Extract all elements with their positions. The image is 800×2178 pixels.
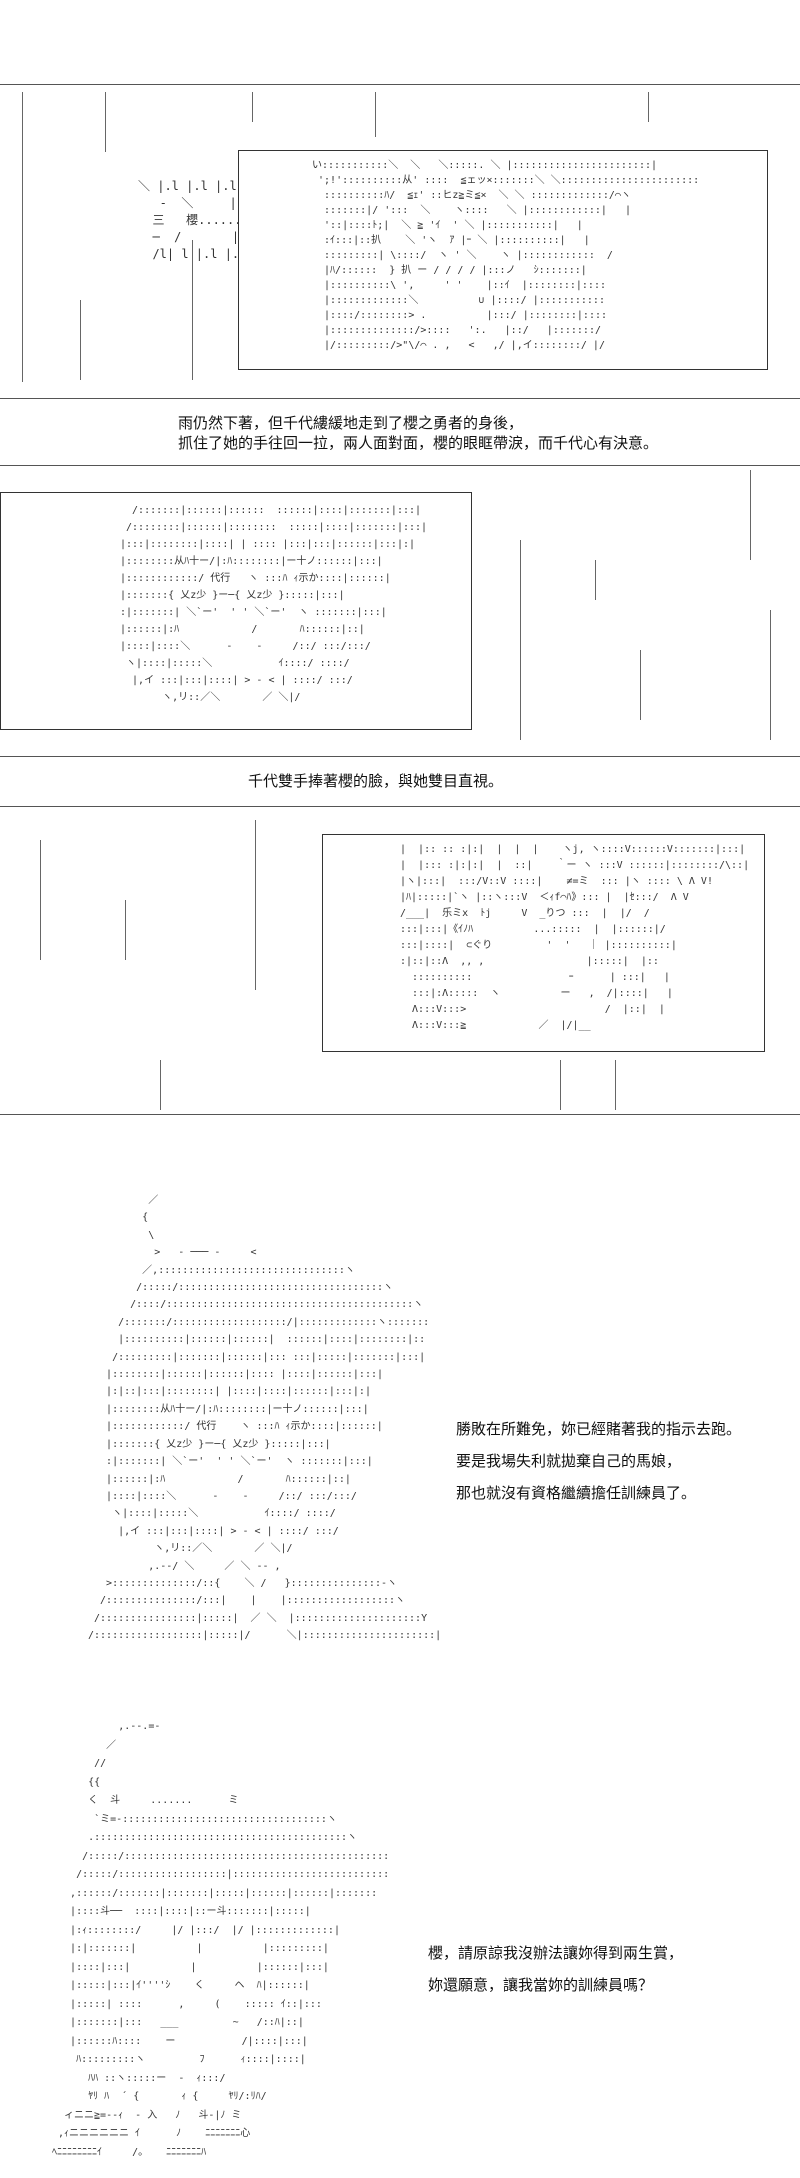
panel-border-bottom: [0, 1114, 800, 1115]
rain-line: [615, 1060, 616, 1110]
ascii-art-closeup-face: い:::::::::::＼ ＼ ＼:::::. ＼ |:::::::::::::…: [312, 160, 700, 351]
rain-line: [255, 820, 256, 990]
dialogue-line: 要是我場失利就拋棄自己的馬娘，: [456, 1453, 682, 1470]
panel-border-top: [0, 806, 800, 807]
narration-line: 千代雙手捧著櫻的臉，與她雙目直視。: [248, 773, 504, 790]
rain-line: [160, 1060, 161, 1110]
ascii-art-chiyo-face: /:::::::|::::::|:::::: ::::::|::::|:::::…: [120, 505, 428, 703]
ascii-art-sakura-full: ,.--.=- ／ // {{ く 斗 ....... ミ `ミ=-::::::…: [52, 1721, 390, 2158]
rain-line: [192, 240, 193, 380]
panel-border-bottom: [0, 398, 800, 399]
rain-line: [105, 92, 106, 152]
rain-line: [22, 92, 23, 382]
panel-border-top: [0, 465, 800, 466]
rain-line: [252, 92, 253, 122]
panel-border-top: [0, 84, 800, 85]
rain-line: [375, 92, 376, 137]
ascii-art-chiyo-full: ／ { \ > - ─── - < ／,::::::::::::::::::::…: [88, 1195, 442, 1642]
narration-line: 抓住了她的手往回一拉，兩人面對面，櫻的眼眶帶淚，而千代心有決意。: [178, 435, 659, 452]
dialogue-line: 櫻，請原諒我沒辦法讓妳得到兩生賞，: [428, 1945, 684, 1962]
rain-line: [750, 470, 751, 560]
rain-line: [648, 92, 649, 122]
dialogue-line: 妳還願意，讓我當妳的訓練員嗎？: [428, 1977, 654, 1994]
rain-line: [595, 560, 596, 600]
dialogue-line: 勝敗在所難免，妳已經賭著我的指示去跑。: [456, 1421, 742, 1438]
rain-line: [640, 650, 641, 720]
panel-frame-closeup: [238, 150, 768, 370]
dialogue-line: 那也就沒有資格繼續擔任訓練員了。: [456, 1485, 697, 1502]
rain-line: [80, 300, 81, 380]
rain-line: [40, 840, 41, 960]
rain-line: [125, 900, 126, 960]
panel-frame-chiyo-face: [0, 492, 472, 730]
panel-border-bottom: [0, 756, 800, 757]
rain-line: [560, 1060, 561, 1110]
panel-frame-eyes: [322, 834, 765, 1052]
rain-line: [770, 610, 771, 740]
ascii-art-eye-contact: | |:: :: :|:| | | | ヽj, ヽ::::V::::::V:::…: [400, 844, 750, 1031]
rain-line: [520, 540, 521, 740]
narration-line: 雨仍然下著，但千代縷緩地走到了櫻之勇者的身後，: [178, 415, 524, 432]
